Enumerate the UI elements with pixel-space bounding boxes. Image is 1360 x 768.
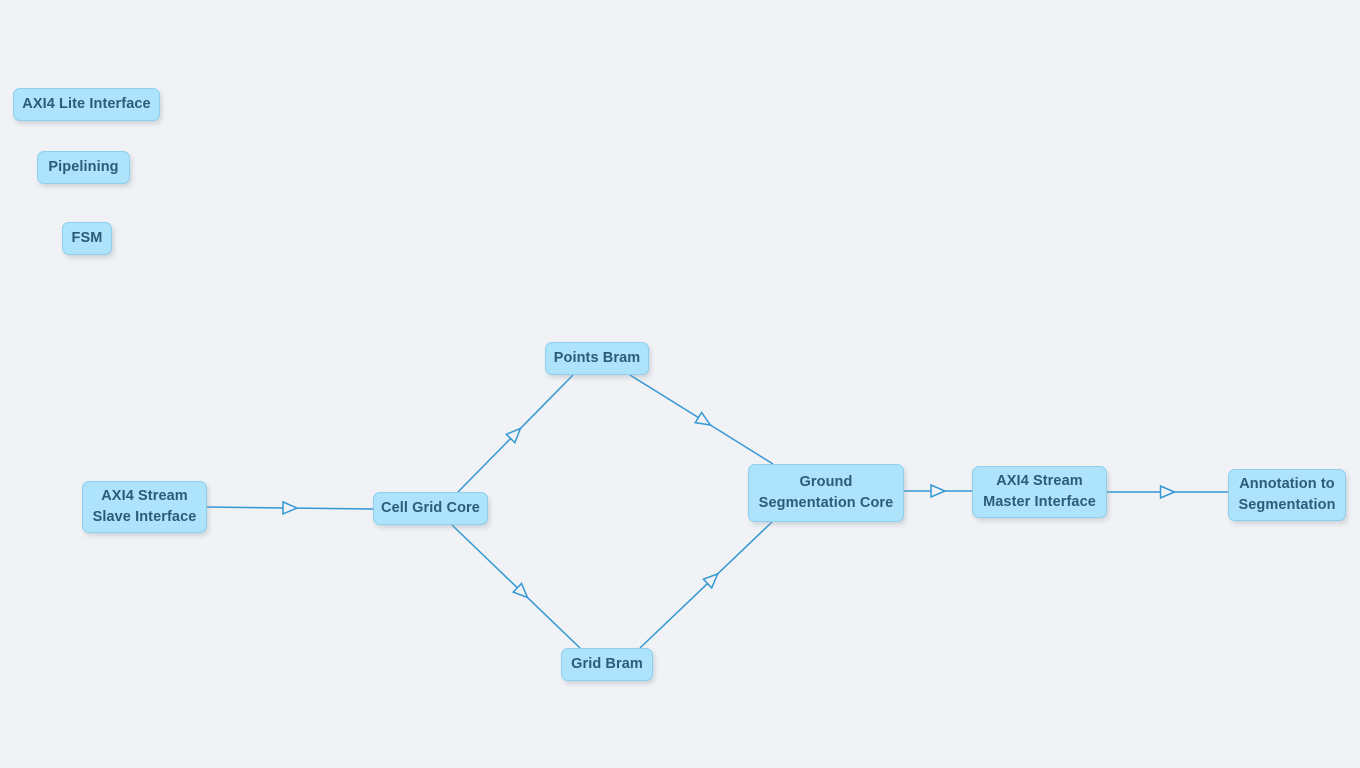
edge-arrowhead-icon [511,582,529,599]
node-axi4_slave[interactable]: AXI4 Stream Slave Interface [82,481,207,533]
node-label: Grid Bram [571,655,643,672]
edge-arrowhead-icon [930,483,947,499]
edge-line [451,524,581,649]
node-label: Points Bram [553,349,641,366]
edge-arrowhead-icon [504,427,522,445]
node-label: Pipelining [48,158,119,175]
edge-line [639,521,773,649]
node-cell_grid_core[interactable]: Cell Grid Core [373,492,488,525]
node-label: AXI4 Stream Master Interface [983,472,1096,510]
node-label: AXI4 Lite Interface [22,95,151,112]
node-annotation[interactable]: Annotation to Segmentation [1228,469,1346,521]
node-fsm[interactable]: FSM [62,222,112,255]
node-pipelining[interactable]: Pipelining [37,151,130,184]
edge-arrowhead-icon [694,411,712,426]
node-label: AXI4 Stream Slave Interface [92,487,197,525]
node-label: Ground Segmentation Core [758,473,894,511]
node-label: Cell Grid Core [381,499,480,516]
node-grid_bram[interactable]: Grid Bram [561,648,653,681]
node-axi4_lite[interactable]: AXI4 Lite Interface [13,88,160,121]
edge-arrowhead-icon [702,572,720,590]
node-ground_seg[interactable]: Ground Segmentation Core [748,464,904,522]
edge-arrowhead-icon [282,500,299,516]
node-points_bram[interactable]: Points Bram [545,342,649,375]
edge-arrowhead-icon [1159,484,1177,500]
node-label: Annotation to Segmentation [1238,475,1336,513]
node-label: FSM [71,229,103,246]
node-axi4_master[interactable]: AXI4 Stream Master Interface [972,466,1107,518]
